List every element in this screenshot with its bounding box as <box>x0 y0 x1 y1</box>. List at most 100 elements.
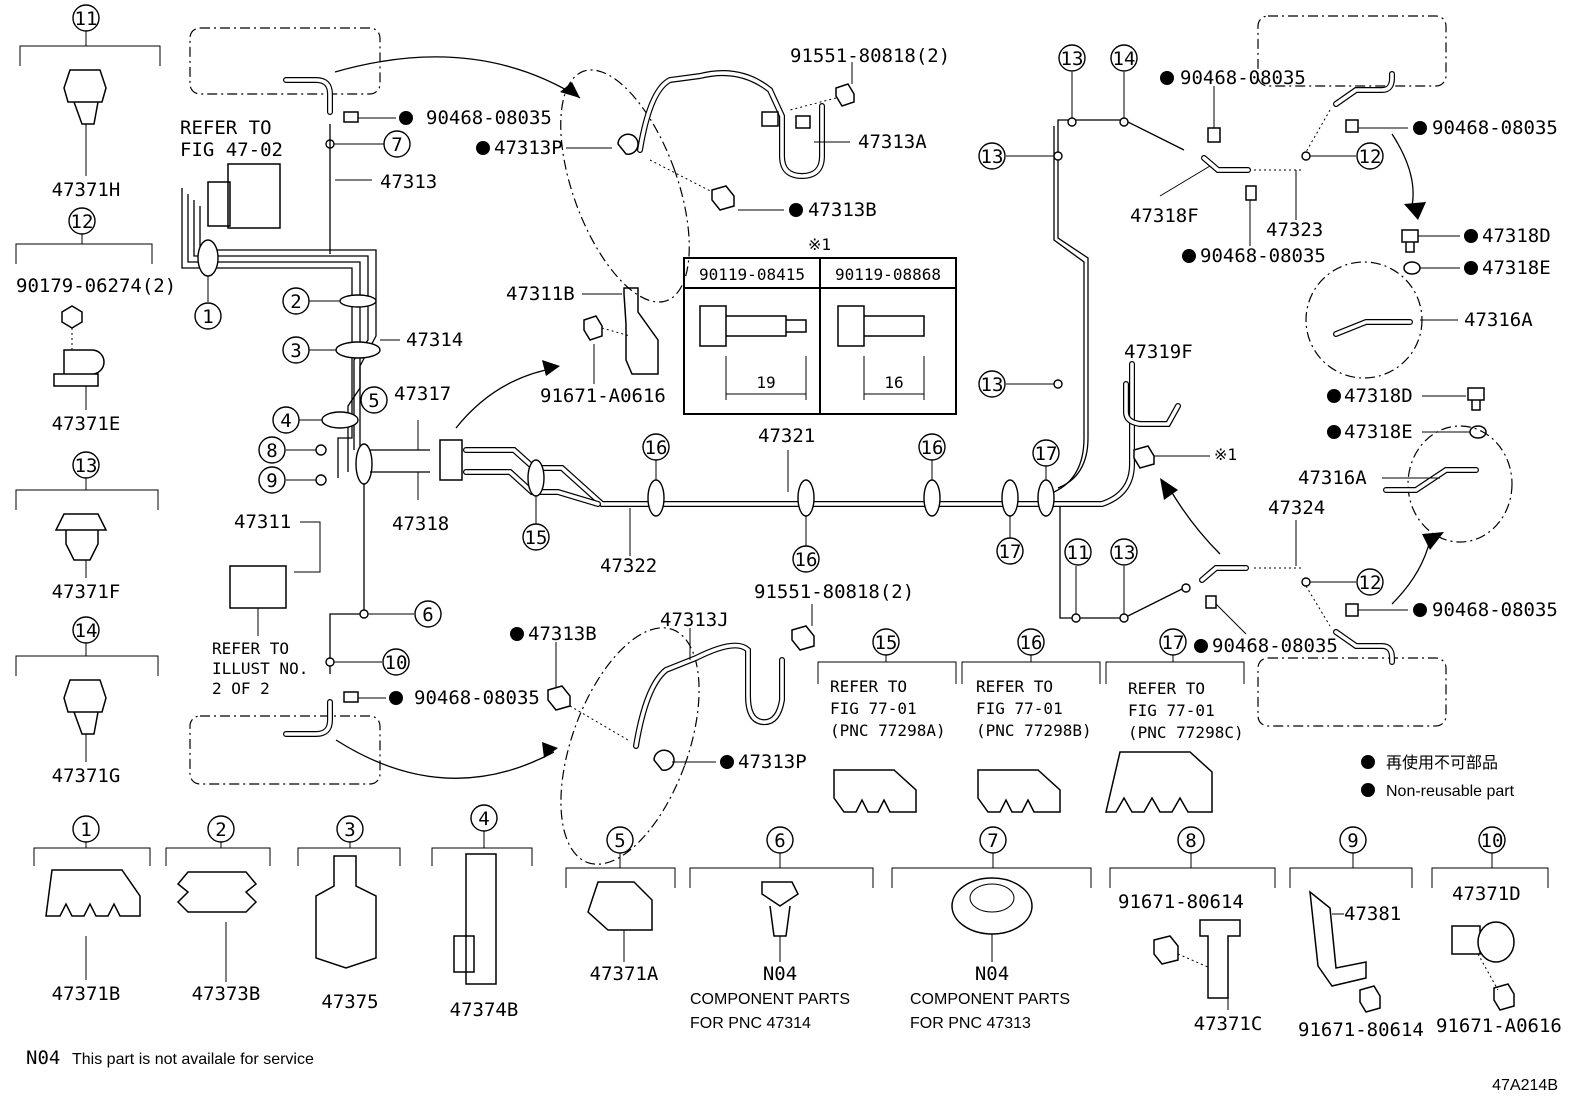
clip-90468-c <box>1207 127 1221 143</box>
part-91551-80818-a: 91551-80818(2) <box>790 45 950 67</box>
part-47322: 47322 <box>600 555 657 577</box>
clamp-marker-17b <box>1037 479 1055 517</box>
svg-text:8: 8 <box>266 440 277 462</box>
part-47371D: 47371D <box>1452 883 1521 905</box>
part-47313B-b: 47313B <box>528 623 597 645</box>
svg-text:13: 13 <box>1061 48 1084 70</box>
part-47381: 47381 <box>1344 903 1401 925</box>
bolt-91551-b <box>791 625 815 651</box>
svg-text:16: 16 <box>884 373 903 392</box>
part-47313A: 47313A <box>858 131 927 153</box>
part-47318F: 47318F <box>1130 205 1199 227</box>
part-47313J: 47313J <box>660 609 729 631</box>
part-90468-08035-b: 90468-08035 <box>414 687 540 709</box>
callout-7-bottom-group: 7 N04 COMPONENT PARTS FOR PNC 47313 <box>891 826 1092 1032</box>
callout-16-a <box>642 433 670 461</box>
bracket-11 <box>19 31 161 66</box>
svg-text:11: 11 <box>1067 542 1090 564</box>
svg-text:17: 17 <box>1035 443 1058 465</box>
clamp-marker-16c <box>923 479 941 517</box>
clamp-marker-1 <box>197 239 219 277</box>
bolt-91671-A0616-a <box>583 315 603 341</box>
svg-text:FIG 77-01: FIG 77-01 <box>830 699 917 718</box>
part-47314: 47314 <box>406 329 463 351</box>
part-47311: 47311 <box>234 511 291 533</box>
arrow-to-47313J-detail <box>335 739 555 779</box>
svg-text:(PNC 77298B): (PNC 77298B) <box>976 721 1092 740</box>
clamp-marker-5 <box>355 443 373 485</box>
part-90468-08035-e: 90468-08035 <box>1432 117 1558 139</box>
callout-3-top <box>282 336 310 364</box>
callout-7-top <box>383 130 411 158</box>
bolt-91671-80614-b <box>1359 985 1381 1013</box>
callout-13-group: 13 47371F <box>15 451 159 603</box>
part-47371F: 47371F <box>52 581 121 603</box>
union-connector <box>439 439 463 481</box>
bracket-47371D <box>1451 925 1481 955</box>
tube-47323-route <box>1057 119 1185 489</box>
callout-8-top <box>258 436 286 464</box>
callout-14-r <box>1110 44 1138 72</box>
part-47316A-b: 47316A <box>1298 467 1367 489</box>
svg-text:6: 6 <box>774 830 785 852</box>
svg-text:4: 4 <box>280 410 291 432</box>
gasket-47318E-b <box>1469 425 1487 439</box>
part-90468-08035-d: 90468-08035 <box>1200 245 1326 267</box>
part-47316A-a: 47316A <box>1464 309 1533 331</box>
arrow-to-47319F <box>1167 485 1221 555</box>
svg-text:13: 13 <box>981 146 1004 168</box>
nut-90179 <box>61 305 83 329</box>
part-47318D-a: 47318D <box>1482 225 1551 247</box>
svg-text:16: 16 <box>921 437 944 459</box>
part-47375: 47375 <box>321 991 378 1013</box>
callout-8-bottom-group: 8 91671-80614 47371C <box>1109 826 1276 1035</box>
clip-47371H <box>63 69 107 125</box>
svg-text:COMPONENT PARTS: COMPONENT PARTS <box>910 991 1070 1008</box>
gasket-47313P-b <box>653 749 675 771</box>
bolt-47313B-b <box>547 685 571 711</box>
part-N04-b: N04 <box>975 963 1009 985</box>
bolt-47318D-b <box>1467 387 1485 411</box>
svg-text:6: 6 <box>422 604 433 626</box>
part-91671-80614-b: 91671-80614 <box>1298 1019 1424 1041</box>
part-47371E: 47371E <box>52 413 121 435</box>
arrow-to-47313-detail <box>334 56 581 99</box>
part-47323: 47323 <box>1266 219 1323 241</box>
footer-n04: N04 <box>26 1047 60 1069</box>
svg-text:17: 17 <box>999 541 1022 563</box>
part-90468-08035-g: 90468-08035 <box>1212 635 1338 657</box>
callout-14-group: 14 47371G <box>15 616 159 787</box>
svg-text:16: 16 <box>795 549 818 571</box>
part-47371H: 47371H <box>52 179 121 201</box>
part-47371A: 47371A <box>590 963 659 985</box>
callout-6-bottom-group: 6 N04 COMPONENT PARTS FOR PNC 47314 <box>689 826 874 1032</box>
callout-10-bottom-group: 10 47371D 91671-A0616 <box>1431 826 1562 1037</box>
svg-text:13: 13 <box>75 455 98 477</box>
bolt-91671-A0616-b <box>1493 983 1515 1011</box>
svg-text:19: 19 <box>756 373 775 392</box>
svg-text:12: 12 <box>71 211 94 233</box>
part-47373B: 47373B <box>192 983 261 1005</box>
clamp-marker-15 <box>527 459 545 497</box>
part-47321: 47321 <box>758 425 815 447</box>
clip-47371G <box>63 679 107 735</box>
clip-90468-b <box>343 691 359 703</box>
part-91671-A0616-b: 91671-A0616 <box>1436 1015 1562 1037</box>
callout-16-c <box>918 433 946 461</box>
svg-text:12: 12 <box>1359 146 1382 168</box>
clip-90468-f <box>1345 603 1359 617</box>
svg-text:9: 9 <box>1347 830 1358 852</box>
svg-text:7: 7 <box>987 830 998 852</box>
svg-text:REFER TO: REFER TO <box>1128 679 1205 698</box>
figure-id: 47A214B <box>1492 1077 1558 1094</box>
svg-text:2 OF 2: 2 OF 2 <box>212 679 270 698</box>
clamp-77298A <box>833 769 917 813</box>
part-47311B: 47311B <box>506 283 575 305</box>
legend-jp: 再使用不可部品 <box>1386 754 1498 772</box>
bolt-47318D-a <box>1401 229 1419 253</box>
svg-text:7: 7 <box>391 134 402 156</box>
svg-text:14: 14 <box>75 620 98 642</box>
callout-11-group: 11 47371H <box>19 4 161 201</box>
part-90468-08035-f: 90468-08035 <box>1432 599 1558 621</box>
cushion-47371D <box>1477 921 1515 963</box>
